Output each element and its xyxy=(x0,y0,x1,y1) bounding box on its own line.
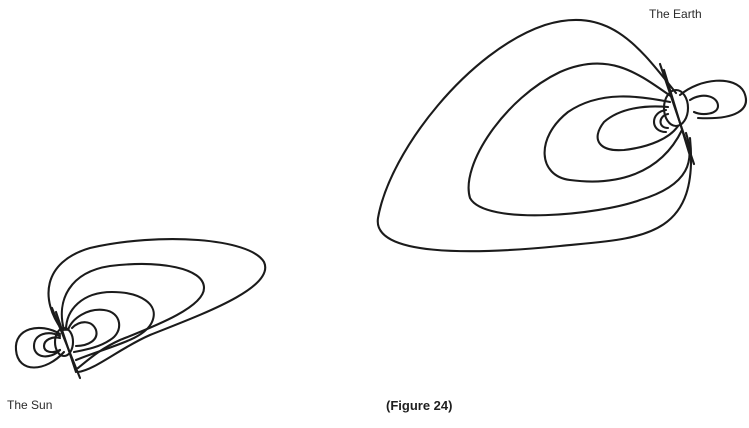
sun-label: The Sun xyxy=(7,398,52,412)
earth-field-line-outer-2 xyxy=(469,63,690,215)
earth-nightside-inner-1 xyxy=(690,96,718,114)
sun-field-line-middle xyxy=(66,292,154,360)
earth-label: The Earth xyxy=(649,7,702,21)
sun-field-line-outer-1 xyxy=(49,239,266,372)
sun-field-line-inner-2 xyxy=(72,322,96,346)
sun-field-system xyxy=(16,239,265,378)
earth-field-line-outer-1 xyxy=(378,20,691,251)
figure-caption: (Figure 24) xyxy=(386,398,452,413)
sun-field-line-outer-2 xyxy=(62,264,204,368)
earth-field-system xyxy=(378,20,746,251)
